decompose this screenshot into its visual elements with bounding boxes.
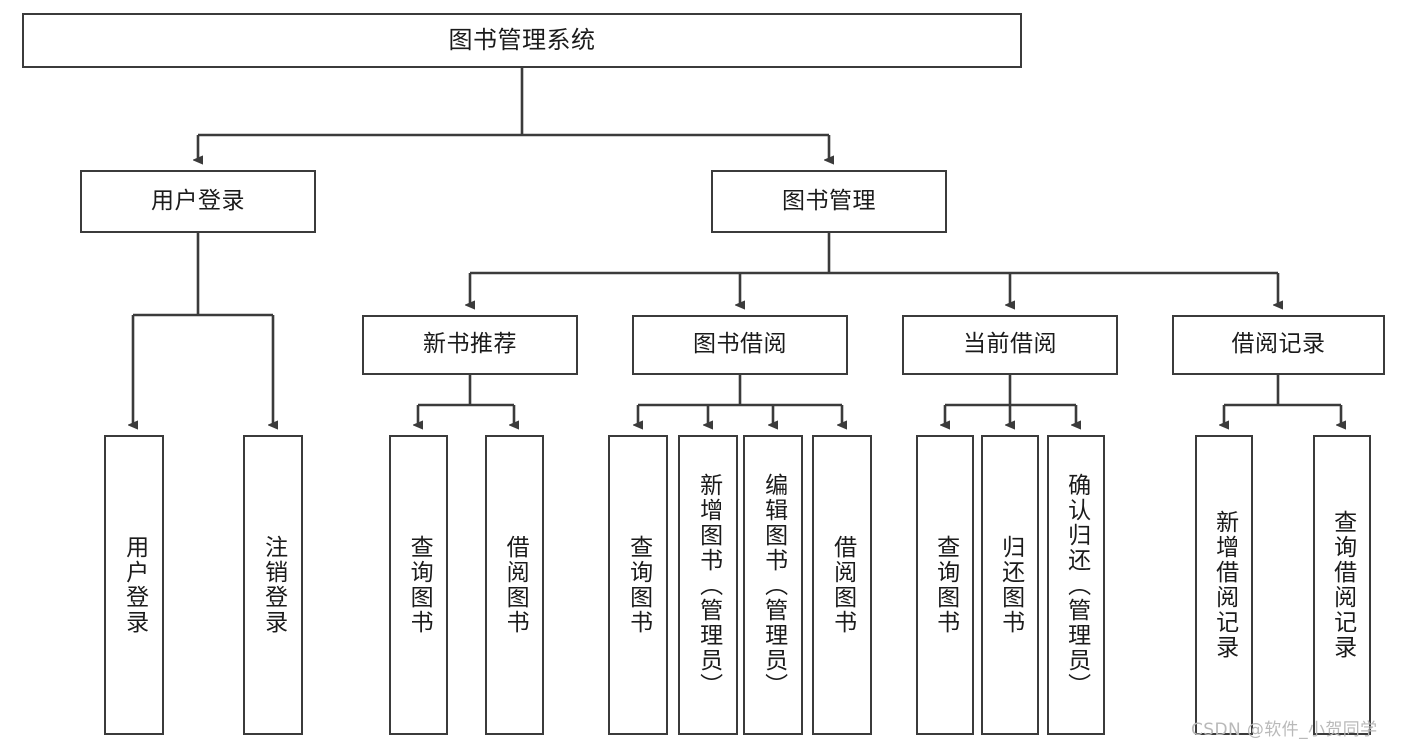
leaf-borrow-book-recommend[interactable]: 借阅图书	[485, 435, 544, 735]
node-label: 借阅图书	[829, 535, 856, 635]
leaf-query-book-borrow[interactable]: 查询图书	[608, 435, 668, 735]
node-label: 查询借阅记录	[1329, 510, 1356, 660]
node-label: 当前借阅	[963, 331, 1057, 358]
node-borrow-records[interactable]: 借阅记录	[1172, 315, 1385, 375]
leaf-borrow-book[interactable]: 借阅图书	[812, 435, 872, 735]
leaf-add-borrow-record[interactable]: 新增借阅记录	[1195, 435, 1253, 735]
node-label: 图书管理	[782, 187, 876, 214]
node-label: 查询图书	[932, 535, 959, 635]
node-label: 新增图书（管理员）	[695, 472, 722, 698]
node-label: 新书推荐	[423, 331, 517, 358]
leaf-query-borrow-record[interactable]: 查询借阅记录	[1313, 435, 1371, 735]
leaf-edit-book-admin[interactable]: 编辑图书（管理员）	[743, 435, 803, 735]
csdn-watermark: CSDN @软件_小贺同学	[1191, 720, 1378, 740]
node-user-login[interactable]: 用户登录	[80, 170, 316, 233]
leaf-return-book[interactable]: 归还图书	[981, 435, 1039, 735]
node-label: 用户登录	[151, 187, 245, 214]
node-label: 查询图书	[406, 535, 433, 635]
leaf-add-book-admin[interactable]: 新增图书（管理员）	[678, 435, 738, 735]
node-label: 注销登录	[260, 535, 287, 635]
node-label: 图书管理系统	[448, 26, 596, 55]
leaf-confirm-return-admin[interactable]: 确认归还（管理员）	[1047, 435, 1105, 735]
node-book-management[interactable]: 图书管理	[711, 170, 947, 233]
leaf-logout-login[interactable]: 注销登录	[243, 435, 303, 735]
leaf-user-login[interactable]: 用户登录	[104, 435, 164, 735]
node-label: 确认归还（管理员）	[1063, 472, 1090, 698]
node-label: 编辑图书（管理员）	[760, 472, 787, 698]
node-label: 借阅记录	[1231, 331, 1326, 358]
node-new-book-recommend[interactable]: 新书推荐	[362, 315, 578, 375]
node-label: 用户登录	[121, 535, 148, 635]
node-book-borrow[interactable]: 图书借阅	[632, 315, 848, 375]
node-label: 借阅图书	[502, 535, 529, 635]
node-current-borrow[interactable]: 当前借阅	[902, 315, 1118, 375]
node-label: 新增借阅记录	[1211, 510, 1238, 660]
node-label: 查询图书	[625, 535, 652, 635]
leaf-query-book-current[interactable]: 查询图书	[916, 435, 974, 735]
node-root-system[interactable]: 图书管理系统	[22, 13, 1022, 68]
node-label: 图书借阅	[693, 331, 787, 358]
leaf-query-book-recommend[interactable]: 查询图书	[389, 435, 448, 735]
node-label: 归还图书	[997, 535, 1024, 635]
